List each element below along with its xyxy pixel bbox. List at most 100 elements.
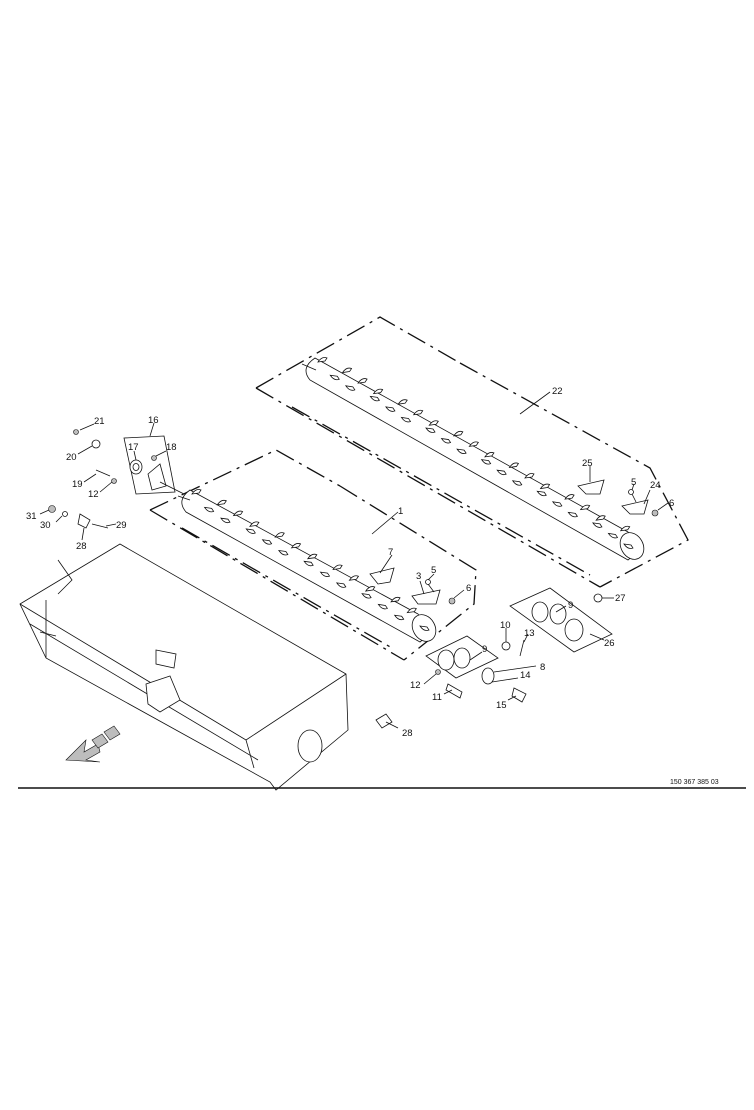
callout-5-upper: 5 (631, 477, 636, 488)
rotor-tooth (274, 532, 285, 538)
callout-15: 15 (496, 700, 507, 711)
rotor-tooth (332, 564, 343, 571)
rotor-tooth (364, 586, 376, 592)
left-hardware (48, 505, 393, 729)
callout-6-lower: 6 (466, 583, 471, 594)
callout-19: 19 (72, 479, 83, 490)
rotor-tooth (393, 614, 405, 621)
rotor-tooth (607, 532, 619, 539)
callout-9-lower: 9 (482, 644, 487, 655)
callout-12-left: 12 (88, 489, 99, 500)
rotor-tooth (361, 593, 372, 599)
rotor-tooth (357, 378, 368, 384)
callout-28-left: 28 (76, 541, 87, 552)
rotor-tooth (348, 575, 360, 581)
rotor-tooth (372, 388, 384, 395)
rotor-tooth (397, 399, 408, 405)
callout-29: 29 (116, 520, 127, 531)
rotor-tooth (216, 499, 227, 506)
callout-16: 16 (148, 415, 159, 426)
rotor-tooth (511, 480, 523, 486)
callout-28-right: 28 (402, 728, 413, 739)
rotor-tooth (290, 543, 302, 549)
rotor-tooth (592, 522, 603, 528)
callout-24: 24 (650, 480, 661, 491)
callout-labels: 1 3 5 6 7 8 9 9 10 11 12 12 13 14 15 16 … (26, 386, 674, 739)
rotor-tooth (484, 452, 495, 458)
rotor-tooth (203, 506, 215, 513)
callout-14: 14 (520, 670, 531, 681)
drive-assembly (425, 587, 613, 703)
rotor-tooth (524, 473, 535, 479)
callout-22: 22 (552, 386, 563, 397)
callout-13: 13 (524, 628, 535, 639)
lower-rotor-frame (149, 449, 477, 661)
callout-3: 3 (416, 571, 421, 582)
rotor-tooth (390, 596, 401, 603)
rotor-tooth (191, 489, 202, 495)
callout-27: 27 (615, 593, 626, 604)
rotor-tooth (249, 521, 260, 527)
rotor-tooth (261, 539, 273, 545)
rotor-tooth (303, 560, 314, 567)
rotor-tooth (306, 553, 318, 560)
callout-9-upper: 9 (568, 600, 573, 611)
bearing-assembly-16 (73, 429, 185, 495)
lower-rotor (177, 489, 437, 643)
rotor-tooth (623, 543, 634, 549)
rotor-tooth (369, 395, 380, 402)
rotor-tooth (452, 430, 464, 437)
drawing-reference-number: 150 367 385 03 (670, 779, 719, 786)
callout-5-lower: 5 (431, 565, 436, 576)
rotor-tooth (539, 483, 551, 490)
callout-10: 10 (500, 620, 511, 631)
rotor-tooth (335, 582, 347, 588)
rotor-tooth (406, 607, 417, 614)
callout-1: 1 (398, 506, 403, 517)
rotor-tooth (245, 528, 256, 534)
rotor-tooth (551, 501, 563, 507)
machine-housing (19, 543, 349, 791)
rotor-tooth (428, 420, 439, 426)
upper-rotor (301, 357, 645, 561)
rotor-tooth (579, 504, 591, 511)
callout-8: 8 (540, 662, 545, 673)
callout-31: 31 (26, 511, 37, 522)
rotor-tooth (344, 385, 356, 391)
callout-7: 7 (388, 547, 393, 558)
rotor-tooth (564, 494, 575, 500)
upper-rotor-frame (255, 316, 689, 588)
rotor-tooth (419, 625, 430, 631)
leader-lines (39, 391, 669, 729)
rotor-tooth (619, 525, 631, 532)
rotor-tooth (468, 441, 479, 447)
rotor-tooth (317, 357, 328, 363)
rotor-tooth (329, 374, 340, 381)
rotor-tooth (341, 367, 353, 374)
callout-26: 26 (604, 638, 615, 649)
rotor-tooth (232, 510, 244, 517)
callout-20: 20 (66, 452, 77, 463)
callout-25: 25 (582, 458, 593, 469)
rotor-tooth (480, 459, 492, 465)
knife-blade-7 (369, 567, 441, 605)
callout-17: 17 (128, 442, 139, 453)
rotor-tooth (400, 416, 412, 423)
rotor-tooth (508, 462, 520, 468)
callout-11: 11 (432, 692, 442, 703)
bolts-and-nuts (425, 489, 659, 605)
rotor-tooth (567, 511, 578, 518)
rotor-tooth (385, 406, 396, 412)
rotor-tooth (412, 409, 424, 416)
rotor-tooth (595, 515, 606, 521)
callout-21: 21 (94, 416, 105, 427)
direction-arrow (65, 725, 121, 763)
rotor-tooth (425, 427, 436, 433)
rotor-tooth (377, 603, 388, 610)
rotor-tooth (440, 438, 452, 444)
callout-12-drive: 12 (410, 680, 421, 691)
knife-blade-25 (577, 479, 649, 515)
callout-6-upper: 6 (669, 498, 674, 509)
rotor-tooth (319, 571, 331, 577)
